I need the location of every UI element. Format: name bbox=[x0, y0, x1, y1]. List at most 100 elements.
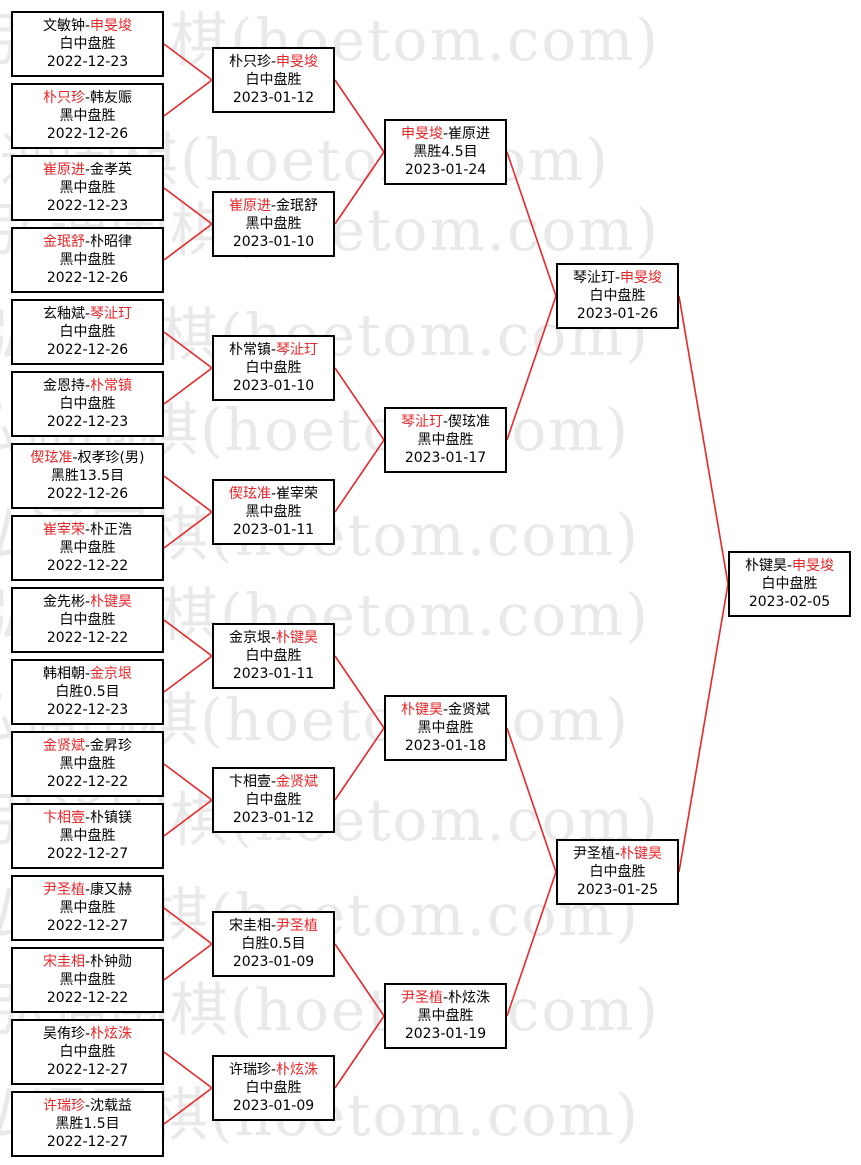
match-result: 白中盘胜 bbox=[761, 576, 818, 592]
match-result: 黑中盘胜 bbox=[59, 972, 116, 988]
match-result: 白中盘胜 bbox=[59, 36, 116, 52]
match-date: 2022-12-26 bbox=[46, 270, 129, 286]
match-players: 宋圭相-朴钟勋 bbox=[43, 953, 132, 971]
match-result: 白中盘胜 bbox=[245, 648, 302, 664]
player-1-name: 金恩持 bbox=[42, 378, 85, 394]
match-result: 白胜0.5目 bbox=[55, 684, 120, 700]
player-2-name: 金京垠 bbox=[90, 666, 133, 682]
separator-dash: - bbox=[614, 270, 621, 286]
match-date: 2022-12-26 bbox=[46, 486, 129, 502]
player-2-name: 沈载益 bbox=[90, 1098, 133, 1114]
separator-dash: - bbox=[270, 630, 277, 646]
match-players: 宋圭相-尹圣植 bbox=[229, 917, 318, 935]
connector-line bbox=[163, 331, 213, 369]
match-players: 金恩持-朴常镇 bbox=[43, 377, 132, 395]
connector-line bbox=[163, 511, 213, 549]
connector-line bbox=[163, 799, 213, 837]
match-date: 2022-12-23 bbox=[46, 702, 129, 718]
player-2-name: 金孝英 bbox=[90, 162, 133, 178]
player-2-name: 朴正浩 bbox=[90, 522, 133, 538]
connector-line bbox=[163, 763, 213, 801]
match-date: 2023-01-12 bbox=[232, 90, 315, 106]
connector-line bbox=[163, 43, 213, 81]
match-players: 琴沚玎-申旻埈 bbox=[573, 269, 662, 287]
match-date: 2022-12-22 bbox=[46, 630, 129, 646]
connector-line bbox=[334, 151, 385, 225]
match-result: 黑中盘胜 bbox=[417, 720, 474, 736]
separator-dash: - bbox=[614, 846, 621, 862]
player-2-name: 朴炫洙 bbox=[90, 1026, 133, 1042]
match-players: 尹圣植-朴键昊 bbox=[573, 845, 662, 863]
match-date: 2023-01-10 bbox=[232, 378, 315, 394]
separator-dash: - bbox=[84, 738, 91, 754]
match-result: 白胜0.5目 bbox=[241, 936, 306, 952]
match-date: 2022-12-22 bbox=[46, 558, 129, 574]
match-players: 朴只珍-申旻埈 bbox=[229, 53, 318, 71]
match-result: 黑中盘胜 bbox=[59, 756, 116, 772]
player-2-name: 金贤斌 bbox=[448, 702, 491, 718]
player-2-name: 金贤斌 bbox=[276, 774, 319, 790]
match-players: 金贤斌-金昇珍 bbox=[43, 737, 132, 755]
match-players: 崔原进-金珉舒 bbox=[229, 197, 318, 215]
match-players: 偰玹准-权孝珍(男) bbox=[31, 449, 145, 467]
match-date: 2023-01-24 bbox=[404, 162, 487, 178]
connector-line bbox=[163, 943, 213, 981]
match-players: 朴只珍-韩友赈 bbox=[43, 89, 132, 107]
match-result: 黑胜4.5目 bbox=[413, 144, 478, 160]
match-date: 2023-01-19 bbox=[404, 1026, 487, 1042]
match-result: 黑胜1.5目 bbox=[55, 1116, 120, 1132]
match-result: 黑中盘胜 bbox=[59, 828, 116, 844]
match-date: 2023-01-12 bbox=[232, 810, 315, 826]
connector-line bbox=[163, 655, 213, 693]
match-result: 黑中盘胜 bbox=[59, 540, 116, 556]
match-result: 黑中盘胜 bbox=[59, 252, 116, 268]
match-players: 文敏钟-申旻埈 bbox=[43, 17, 132, 35]
player-1-name: 朴键昊 bbox=[744, 558, 787, 574]
player-1-name: 朴键昊 bbox=[400, 702, 443, 718]
separator-dash: - bbox=[270, 54, 277, 70]
match-players: 吴侑珍-朴炫洙 bbox=[43, 1025, 132, 1043]
player-1-name: 尹圣植 bbox=[42, 882, 85, 898]
separator-dash: - bbox=[84, 1026, 91, 1042]
player-1-name: 金先彬 bbox=[42, 594, 85, 610]
player-2-name: 崔原进 bbox=[448, 126, 491, 142]
connector-line bbox=[163, 475, 213, 513]
player-1-name: 琴沚玎 bbox=[400, 414, 443, 430]
match-date: 2023-01-11 bbox=[232, 522, 315, 538]
match-players: 朴常镇-琴沚玎 bbox=[229, 341, 318, 359]
match-box-r1-11: 金贤斌-金昇珍黑中盘胜 2022-12-22 bbox=[11, 731, 164, 797]
player-1-name: 许瑞珍 bbox=[42, 1098, 85, 1114]
connector-line bbox=[163, 1087, 213, 1125]
player-2-name: 康又赫 bbox=[90, 882, 133, 898]
match-date: 2022-12-22 bbox=[46, 774, 129, 790]
connector-line bbox=[163, 619, 213, 657]
match-date: 2022-12-23 bbox=[46, 198, 129, 214]
match-result: 黑中盘胜 bbox=[59, 180, 116, 196]
separator-dash: - bbox=[442, 990, 449, 1006]
player-2-name: 申旻埈 bbox=[90, 18, 133, 34]
separator-dash: - bbox=[84, 306, 91, 322]
player-2-name: 偰玹准 bbox=[448, 414, 491, 430]
player-2-name: 申旻埈 bbox=[276, 54, 319, 70]
player-2-name: 金昇珍 bbox=[90, 738, 133, 754]
connector-line bbox=[163, 223, 213, 261]
player-2-name: 崔宰荣 bbox=[276, 486, 319, 502]
connector-line bbox=[506, 727, 557, 873]
player-2-name: 朴昭律 bbox=[90, 234, 133, 250]
match-date: 2023-01-11 bbox=[232, 666, 315, 682]
